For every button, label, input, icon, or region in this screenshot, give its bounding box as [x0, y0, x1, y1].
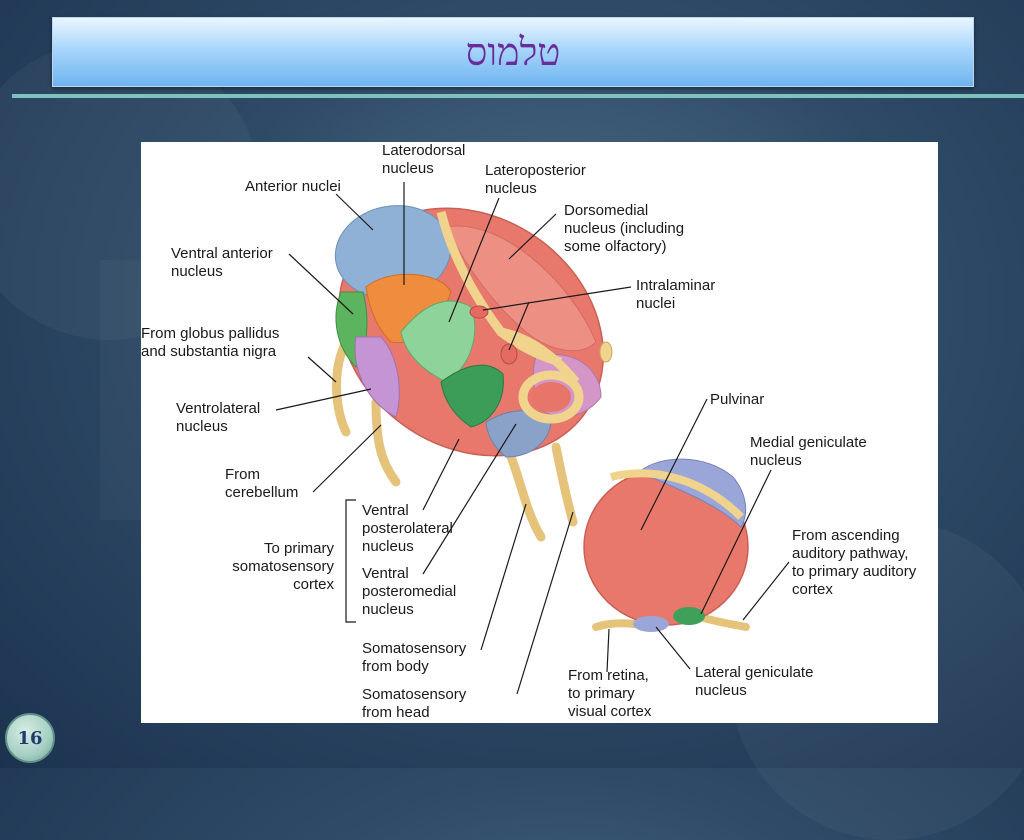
title-bar: טלמוס [52, 17, 974, 87]
label-medial-geniculate: Medial geniculate nucleus [750, 434, 867, 469]
label-ventrolateral-nucleus: Ventrolateral nucleus [176, 400, 261, 435]
label-somatosensory-head: Somatosensory from head [362, 686, 467, 721]
label-intralaminar-nuclei: Intralaminar nuclei [636, 277, 716, 312]
label-ascending-auditory: From ascending auditory pathway, to prim… [792, 527, 917, 598]
tract-somato-head [551, 442, 578, 527]
label-pulvinar: Pulvinar [710, 391, 765, 408]
label-globus-pallidus: From globus pallidus and substantia nigr… [141, 325, 280, 360]
label-dorsomedial-nucleus: Dorsomedial nucleus (including some olfa… [564, 202, 685, 255]
thalamus-diagram: Laterodorsal nucleus Lateroposterior nuc… [141, 142, 938, 723]
label-from-retina: From retina, to primary visual cortex [568, 667, 652, 720]
label-lateroposterior-nucleus: Lateroposterior nucleus [485, 162, 586, 197]
label-vpm-nucleus: Ventral posteromedial nucleus [362, 565, 457, 618]
tract-somato-body [506, 452, 546, 542]
thalamus-posterior [583, 458, 750, 632]
page-number-badge: 16 [5, 713, 55, 763]
label-to-primary-somatosensory: To primary somatosensory cortex [232, 540, 334, 593]
title-divider [12, 94, 1024, 98]
label-somatosensory-body: Somatosensory from body [362, 640, 467, 675]
label-anterior-nuclei: Anterior nuclei [245, 178, 341, 195]
thalamus-main [332, 205, 613, 542]
label-vpl-nucleus: Ventral posterolateral nucleus [362, 502, 453, 555]
tract-cerebellum [371, 397, 401, 487]
page-number: 16 [17, 727, 43, 749]
thalamus-illustration [275, 182, 790, 695]
slide-title: טלמוס [465, 29, 561, 74]
label-from-cerebellum: From cerebellum [225, 466, 299, 501]
leader-lines [275, 182, 790, 695]
tract-globus [332, 337, 351, 437]
label-ventral-anterior-nucleus: Ventral anterior nucleus [171, 245, 273, 280]
label-lateral-geniculate: Lateral geniculate nucleus [695, 664, 814, 699]
label-laterodorsal-nucleus: Laterodorsal nucleus [382, 142, 466, 177]
